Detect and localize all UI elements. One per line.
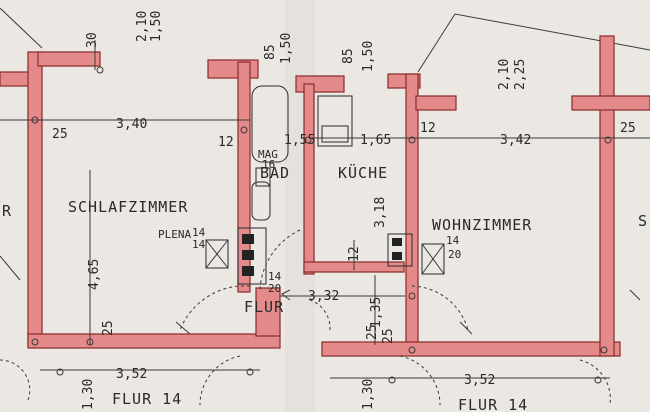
wall-right-stub — [571, 95, 650, 111]
dim-top-bad-85: 85 — [263, 44, 278, 60]
room-flur-center: FLUR — [244, 298, 284, 316]
dim-right-25: 25 — [620, 121, 636, 136]
dim-mag-16: 16 — [262, 158, 275, 171]
dim-kue-165: 1,65 — [360, 133, 391, 148]
room-wohnzimmer: WOHNZIMMER — [432, 216, 532, 234]
dim-bottom-130-left: 1,30 — [81, 379, 96, 410]
roof-line-right — [417, 13, 650, 73]
room-labels: SCHLAFZIMMER BAD KÜCHE WOHNZIMMER FLUR F… — [68, 163, 532, 412]
dim-width-342: 3,42 — [500, 133, 531, 148]
door-swings — [0, 229, 641, 406]
dim-shaft-14a: 14 — [192, 226, 206, 239]
dim-bottom-25a: 25 — [101, 320, 116, 336]
dimension-labels: 30 2,10 1,50 85 1,50 85 1,50 2,10 2,25 2… — [52, 11, 636, 410]
dim-top-kue-85: 85 — [341, 48, 356, 64]
label-plena: PLENA — [158, 228, 191, 241]
dim-kue-318: 3,18 — [373, 197, 388, 228]
room-bad: BAD — [260, 164, 290, 182]
wall-flur-left — [255, 287, 281, 337]
wall-top-bath-kitchen — [295, 75, 345, 93]
dim-top-left-150: 1,50 — [149, 11, 164, 42]
dim-top-bad-150: 1,50 — [279, 33, 294, 64]
sink — [255, 167, 271, 187]
dim-shaft-14c: 14 — [268, 270, 282, 283]
wall-bottom-right — [321, 341, 621, 357]
dim-top-kue-150: 1,50 — [361, 41, 376, 72]
wall-bottom-left — [27, 333, 281, 349]
dim-bad-12: 12 — [218, 135, 234, 150]
dim-bottom-352-right: 3,52 — [464, 373, 495, 388]
dim-width-340: 3,40 — [116, 117, 147, 132]
misc-labels: MAG PLENA R S — [2, 148, 648, 241]
roof-line-left — [0, 7, 43, 49]
label-mag: MAG — [258, 148, 278, 161]
kitchen-sink — [317, 95, 353, 147]
label-edge-right: S — [638, 212, 648, 230]
dim-shaft-14d: 14 — [446, 234, 460, 247]
dim-kue-12b: 12 — [347, 246, 362, 262]
dim-flur-135: 1,35 — [369, 297, 384, 328]
dim-flur-332: 3,32 — [308, 289, 339, 304]
room-kueche: KÜCHE — [338, 163, 388, 182]
toilet — [251, 181, 271, 221]
dim-shaft-14b: 14 — [192, 238, 206, 251]
wall-living-stub — [415, 95, 457, 111]
wall-right — [599, 35, 615, 357]
dim-bottom-25b: 25 — [365, 324, 380, 340]
dim-top-left-210: 2,10 — [135, 11, 150, 42]
bathroom-fixtures — [251, 85, 289, 221]
room-flur-bottom-left: FLUR 14 — [112, 390, 182, 408]
dimension-lines — [0, 40, 650, 379]
dim-top-left-30: 30 — [85, 32, 100, 48]
label-edge-left: R — [2, 202, 12, 220]
wall-top-left — [37, 51, 101, 67]
dim-bottom-130-right: 1,30 — [361, 379, 376, 410]
dim-height-465: 4,65 — [87, 259, 102, 290]
dim-bottom-352-left: 3,52 — [116, 367, 147, 382]
dim-shaft-20a: 20 — [268, 282, 281, 295]
wall-kitchen-living — [405, 73, 419, 347]
dim-kue-12: 12 — [420, 121, 436, 136]
dim-top-right-225: 2,25 — [513, 59, 528, 90]
dim-shaft-20b: 20 — [448, 248, 461, 261]
grid-markers — [31, 66, 612, 384]
dim-top-right-210: 2,10 — [497, 59, 512, 90]
kitchen-sink-basin — [321, 125, 349, 143]
dim-bad-155: 1,55 — [284, 133, 315, 148]
wall-left — [27, 51, 43, 345]
walls — [0, 35, 650, 357]
dim-bottom-25c: 25 — [381, 328, 396, 344]
room-schlafzimmer: SCHLAFZIMMER — [68, 198, 188, 216]
wall-bath-kitchen — [303, 83, 315, 275]
dim-left-25: 25 — [52, 127, 68, 142]
bathtub — [251, 85, 289, 163]
crossed-boxes — [205, 239, 445, 275]
room-flur-bottom-right: FLUR 14 — [458, 396, 528, 412]
chimney-shafts — [237, 227, 413, 285]
